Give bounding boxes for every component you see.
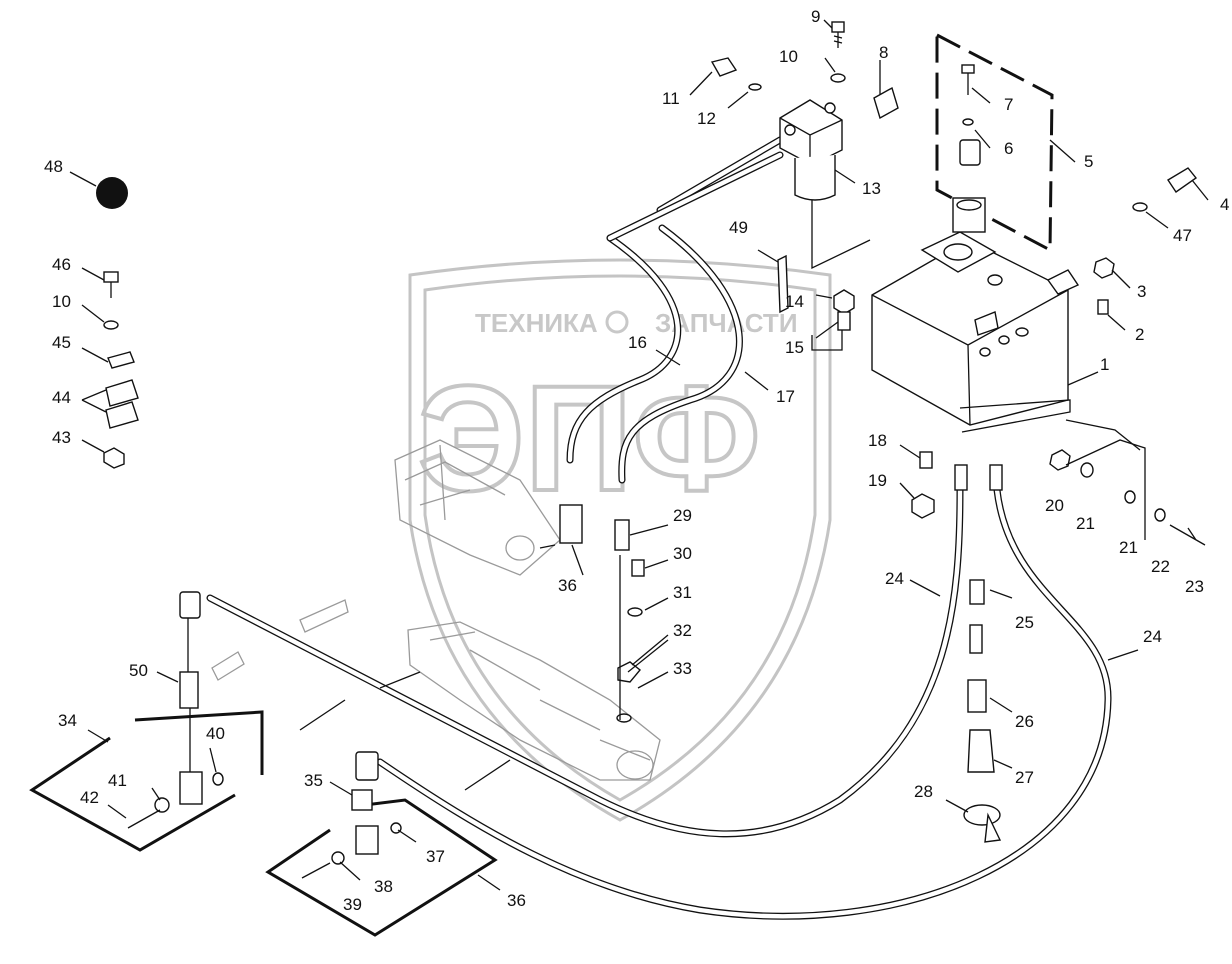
callout-20: 20 — [1045, 496, 1064, 515]
callout-10-left: 10 — [52, 292, 71, 311]
callout-46: 46 — [52, 255, 71, 274]
callout-22: 22 — [1151, 557, 1170, 576]
callout-36-top: 36 — [558, 576, 577, 595]
callout-17: 17 — [776, 387, 795, 406]
hoses — [206, 136, 1112, 920]
callout-32: 32 — [673, 621, 692, 640]
callout-50: 50 — [129, 661, 148, 680]
callout-21-b: 21 — [1119, 538, 1138, 557]
callout-30: 30 — [673, 544, 692, 563]
callout-28: 28 — [914, 782, 933, 801]
kit-5-outline — [935, 32, 1054, 253]
watermark-logo-text: ЭПФ — [418, 354, 761, 522]
callout-41: 41 — [108, 771, 127, 790]
callout-33: 33 — [673, 659, 692, 678]
callout-42: 42 — [80, 788, 99, 807]
callout-18: 18 — [868, 431, 887, 450]
callout-2: 2 — [1135, 325, 1144, 344]
callout-19: 19 — [868, 471, 887, 490]
callout-44: 44 — [52, 388, 71, 407]
hydraulic-tank — [871, 197, 1080, 491]
part-48-marker — [96, 177, 128, 209]
callout-13: 13 — [862, 179, 881, 198]
callout-48: 48 — [44, 157, 63, 176]
callout-labels: 1 2 3 4 5 6 7 8 9 10 10 11 12 13 14 15 1… — [44, 7, 1229, 914]
callout-26: 26 — [1015, 712, 1034, 731]
callout-31: 31 — [673, 583, 692, 602]
callout-5: 5 — [1084, 152, 1093, 171]
callout-16: 16 — [628, 333, 647, 352]
callout-8: 8 — [879, 43, 888, 62]
callout-47: 47 — [1173, 226, 1192, 245]
callout-23: 23 — [1185, 577, 1204, 596]
callout-38: 38 — [374, 877, 393, 896]
kit-36-outline — [265, 798, 498, 937]
watermark: ТЕХНИКА ЗАПЧАСТИ ЭПФ — [408, 258, 832, 822]
callout-7: 7 — [1004, 95, 1013, 114]
callout-37: 37 — [426, 847, 445, 866]
small-parts — [96, 21, 1206, 879]
callout-29: 29 — [673, 506, 692, 525]
callout-49: 49 — [729, 218, 748, 237]
callout-9: 9 — [811, 7, 820, 26]
callout-11: 11 — [662, 89, 680, 108]
callout-45: 45 — [52, 333, 71, 352]
callout-34: 34 — [58, 711, 77, 730]
callout-21-a: 21 — [1076, 514, 1095, 533]
callout-12: 12 — [697, 109, 716, 128]
callout-39: 39 — [343, 895, 362, 914]
callout-25: 25 — [1015, 613, 1034, 632]
callout-36-bottom: 36 — [507, 891, 526, 910]
callout-6: 6 — [1004, 139, 1013, 158]
callout-40: 40 — [206, 724, 225, 743]
callout-24-a: 24 — [885, 569, 904, 588]
callout-24-b: 24 — [1143, 627, 1162, 646]
kit-34-outline — [29, 710, 264, 852]
callout-14: 14 — [785, 292, 804, 311]
callout-10-top: 10 — [779, 47, 798, 66]
leader-lines — [69, 19, 1209, 891]
callout-4: 4 — [1220, 195, 1229, 214]
callout-35: 35 — [304, 771, 323, 790]
callout-15: 15 — [785, 338, 804, 357]
callout-43: 43 — [52, 428, 71, 447]
callout-27: 27 — [1015, 768, 1034, 787]
watermark-text-left: ТЕХНИКА — [475, 308, 598, 338]
gear-icon — [605, 310, 629, 334]
filter-assembly — [779, 99, 843, 201]
callout-3: 3 — [1137, 282, 1146, 301]
callout-1: 1 — [1100, 355, 1109, 374]
pump-assembly — [211, 439, 661, 781]
